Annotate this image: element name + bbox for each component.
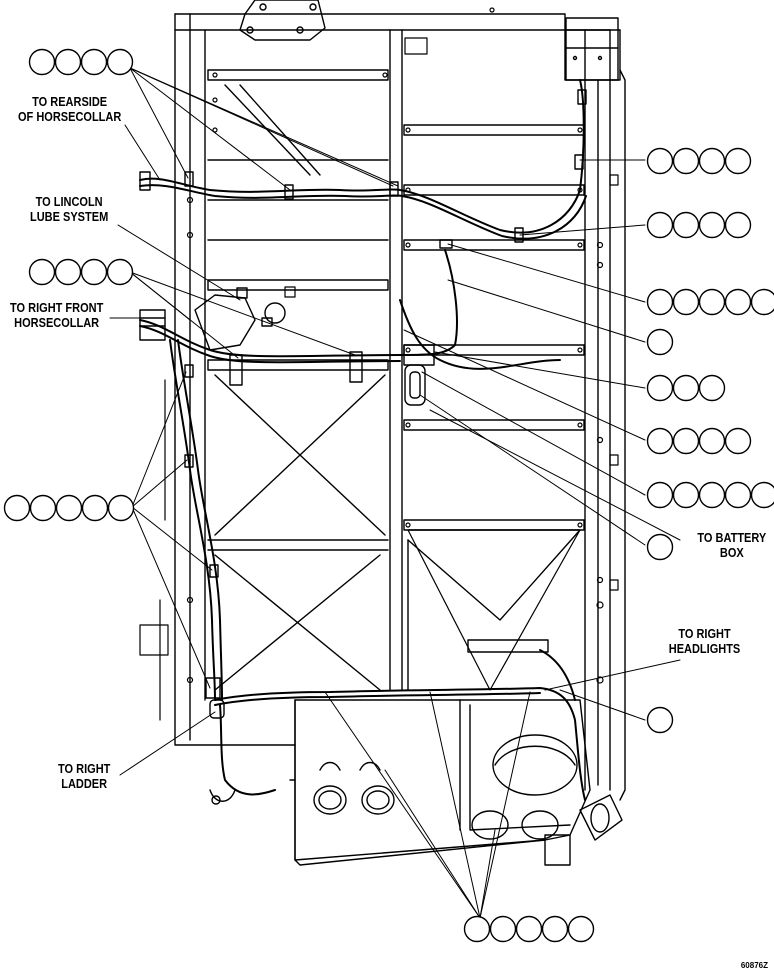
callout-bubble [724,481,752,509]
callout-bubble [28,258,56,286]
label-headlights-line2: HEADLIGHTS [668,642,741,656]
label-lincoln-line1: TO LINCOLN [35,195,103,209]
callout-left-lower [3,494,135,522]
callout-bubble [672,147,700,175]
callout-bubble [515,915,543,943]
callout-bubble [80,48,108,76]
callout-right-7 [646,481,774,509]
label-ladder-line1: TO RIGHT [58,762,111,776]
callout-bubble [646,481,674,509]
callout-bubble [55,494,83,522]
callout-right-9 [646,706,674,734]
callout-bubbles [3,48,774,943]
callout-bubble [489,915,517,943]
callout-bubble [107,494,135,522]
callout-bubble [80,258,108,286]
callout-bubble [750,288,774,316]
main-frame [174,13,626,801]
callout-bubble [698,288,726,316]
junction-box [565,17,619,81]
callout-bubble [724,147,752,175]
callout-bubble [646,706,674,734]
callout-bubble [698,211,726,239]
label-right-front-line1: TO RIGHT FRONT [10,301,104,315]
connectors [139,89,587,719]
callout-bubble [29,494,57,522]
callout-bubble [646,211,674,239]
callout-bubble [672,211,700,239]
callout-bubble [646,374,674,402]
label-right-headlights: TO RIGHT HEADLIGHTS [669,627,741,657]
callout-right-6 [646,427,752,455]
callout-bubble [28,48,56,76]
cross-members [207,69,585,691]
callout-bubble [698,147,726,175]
label-right-front-horsecollar: TO RIGHT FRONT HORSECOLLAR [10,301,103,331]
callout-bubble [672,288,700,316]
callout-bubble [724,211,752,239]
label-headlights-line1: TO RIGHT [678,627,731,641]
label-battery-line2: BOX [719,546,744,560]
callout-bubble [672,481,700,509]
leader-lines [109,67,681,919]
label-lincoln-line2: LUBE SYSTEM [30,210,109,224]
label-battery-line1: TO BATTERY [697,531,766,545]
callout-right-8 [646,533,674,561]
figure-code: 60876Z [740,961,768,970]
callout-bubble [106,258,134,286]
callout-bubble [646,147,674,175]
callout-bubble [3,494,31,522]
label-battery-box: TO BATTERY BOX [697,531,766,561]
frame-bolts [139,7,619,721]
callout-bubble [567,915,595,943]
callout-bubble [54,48,82,76]
label-rearside-horsecollar: TO REARSIDE OF HORSECOLLAR [18,95,121,125]
callout-bubble [646,328,674,356]
callout-bubble [54,258,82,286]
callout-bubble [646,533,674,561]
callout-bottom [463,915,595,943]
callout-bubble [698,481,726,509]
callout-bubble [672,374,700,402]
callout-right-2 [646,211,752,239]
label-rearside-line2: OF HORSECOLLAR [18,110,122,124]
harness-lines [139,79,587,801]
label-ladder-line2: LADDER [61,777,108,791]
callout-bubble [698,427,726,455]
callout-bubble [672,427,700,455]
callout-left-mid [28,258,134,286]
headlight-housing [209,639,623,866]
callout-bubble [106,48,134,76]
callout-bubble [750,481,774,509]
callout-bubble [646,427,674,455]
callout-bubble [463,915,491,943]
callout-right-3 [646,288,774,316]
label-right-ladder: TO RIGHT LADDER [58,762,110,792]
callout-bubble [81,494,109,522]
callout-bubble [541,915,569,943]
callout-right-5 [646,374,726,402]
callout-right-1 [646,147,752,175]
callout-right-4 [646,328,674,356]
top-plate [239,0,326,41]
callout-bubble [724,427,752,455]
callout-bubble [698,374,726,402]
label-lincoln-lube: TO LINCOLN LUBE SYSTEM [30,195,108,225]
callout-bubble [646,288,674,316]
callout-bubble [724,288,752,316]
label-rearside-line1: TO REARSIDE [32,95,108,109]
callout-top-left [28,48,134,76]
label-right-front-line2: HORSECOLLAR [14,316,100,330]
